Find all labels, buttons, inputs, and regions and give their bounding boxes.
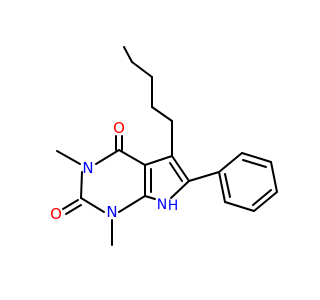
bond-c6-nh bbox=[170, 180, 190, 199]
bond-n3-methyl bbox=[56, 150, 81, 165]
atom-n1: N bbox=[106, 203, 117, 221]
bond-ph-inner-3 bbox=[224, 173, 231, 198]
bond-ph-2 bbox=[241, 152, 272, 163]
bond-c2-n1 bbox=[80, 197, 105, 213]
bond-ph-1 bbox=[218, 152, 243, 173]
bond-c2-o-b bbox=[65, 204, 82, 215]
atom-o-bottom: O bbox=[50, 205, 62, 223]
bond-c6-phenyl bbox=[188, 171, 220, 182]
atom-n3: N bbox=[82, 159, 93, 177]
atom-n-pyrrole: N bbox=[157, 197, 167, 213]
bond-c4-n3 bbox=[95, 149, 120, 165]
bond-ph-5 bbox=[224, 201, 255, 212]
bond-c4-c4a bbox=[118, 149, 146, 166]
atom-h-pyrrole: H bbox=[168, 198, 179, 214]
butyl-chain-accurate bbox=[123, 46, 173, 157]
bond-butyl-4 bbox=[123, 46, 133, 63]
bond-n3-c2 bbox=[80, 171, 83, 199]
methyl-groups bbox=[56, 150, 113, 246]
bond-ph-6 bbox=[218, 171, 226, 203]
bond-butyl-1 bbox=[151, 106, 173, 122]
bond-c5-c6-inner bbox=[169, 162, 183, 182]
bond-n1-c7a bbox=[118, 195, 146, 213]
molecule-structure: O O N N N H bbox=[50, 46, 278, 246]
bond-ph-inner-1 bbox=[242, 159, 267, 168]
pyrimidine-ring bbox=[80, 149, 152, 213]
phenyl-ring bbox=[188, 152, 278, 212]
bond-c4a-c5 bbox=[144, 155, 173, 166]
bond-ph-3 bbox=[270, 161, 278, 193]
atom-o-top: O bbox=[113, 119, 125, 137]
pyrrole-ring bbox=[144, 155, 190, 200]
bond-c2-o-a bbox=[62, 199, 79, 210]
bond-butyl-3 bbox=[131, 61, 153, 78]
bond-ph-inner-2 bbox=[252, 189, 272, 206]
bond-nh-c7a bbox=[144, 195, 156, 200]
bond-c5-c6 bbox=[171, 155, 190, 182]
bond-ph-4 bbox=[253, 191, 278, 212]
carbonyl-bonds bbox=[62, 135, 123, 215]
